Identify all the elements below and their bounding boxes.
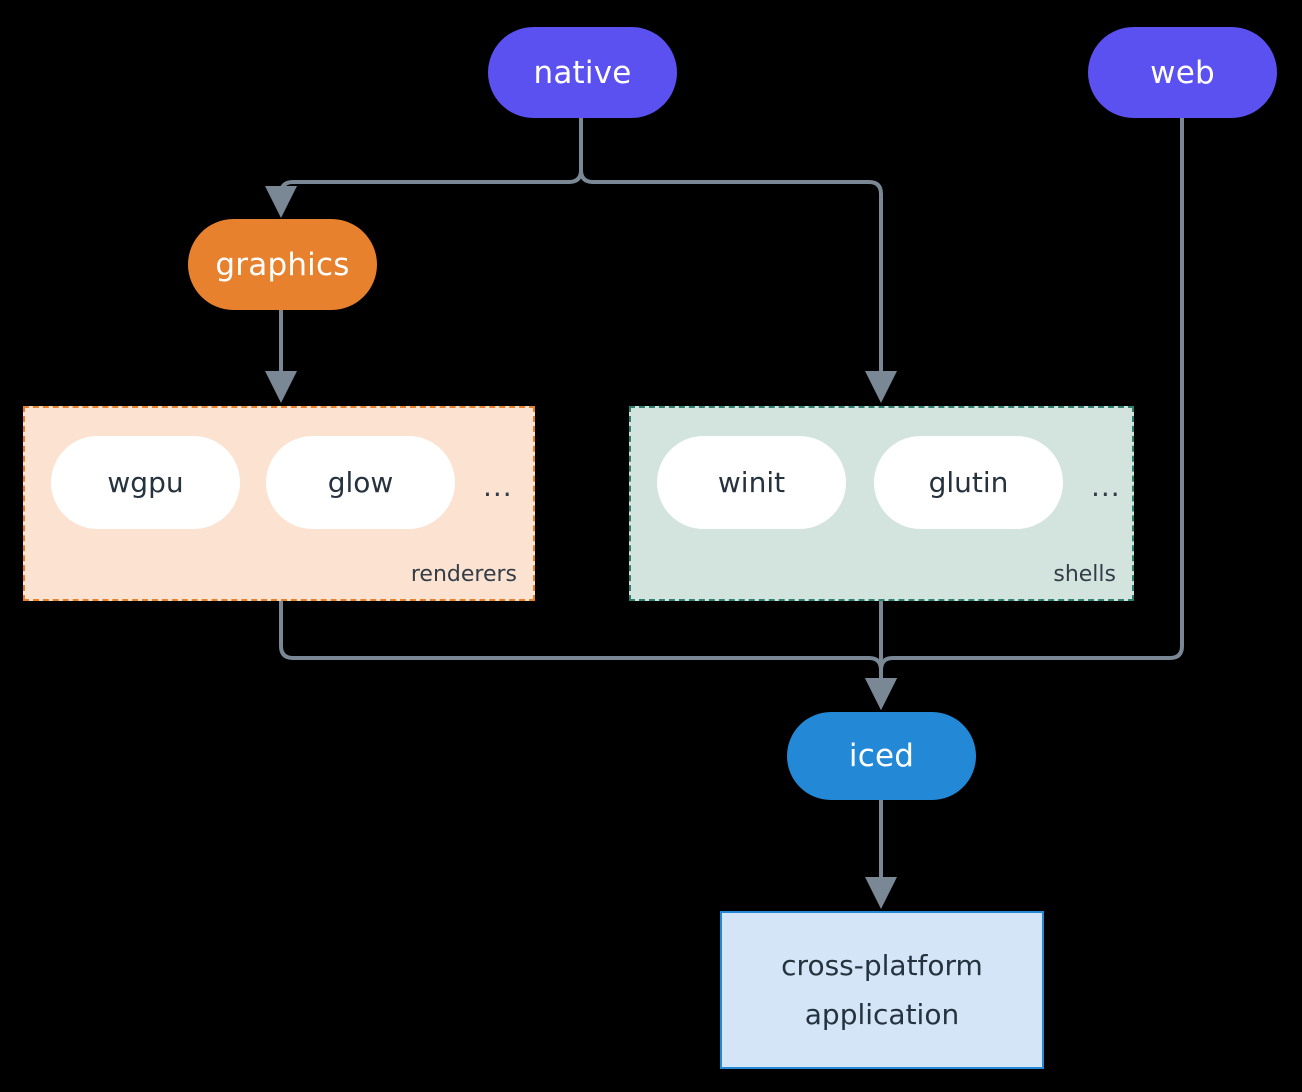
edge-native-shells <box>579 118 897 403</box>
node-application-label-line1: cross-platform <box>781 949 983 982</box>
shells-overflow-ellipsis: ... <box>1091 470 1121 503</box>
leaf-glow-label: glow <box>327 466 394 499</box>
edge-native-graphics <box>265 118 583 218</box>
node-native-label: native <box>533 54 632 91</box>
renderers-overflow-ellipsis: ... <box>483 470 513 503</box>
node-graphics[interactable]: graphics <box>188 219 377 310</box>
node-web[interactable]: web <box>1088 27 1277 118</box>
leaf-glutin-label: glutin <box>928 466 1009 499</box>
group-shells: winit glutin ... shells <box>629 406 1134 601</box>
leaf-wgpu-label: wgpu <box>107 466 184 499</box>
node-iced-label: iced <box>848 738 915 774</box>
node-web-label: web <box>1150 54 1215 91</box>
leaf-glutin[interactable]: glutin <box>874 436 1063 529</box>
group-renderers: wgpu glow ... renderers <box>23 406 535 601</box>
node-application[interactable]: cross-platform application <box>720 911 1044 1069</box>
group-renderers-label: renderers <box>410 562 517 587</box>
node-application-label-line2: application <box>804 998 960 1031</box>
node-iced[interactable]: iced <box>787 712 976 800</box>
edge-renderers-iced <box>279 601 897 710</box>
leaf-winit-label: winit <box>717 466 786 499</box>
leaf-winit[interactable]: winit <box>657 436 846 529</box>
node-graphics-label: graphics <box>215 246 350 283</box>
node-native[interactable]: native <box>488 27 677 118</box>
leaf-wgpu[interactable]: wgpu <box>51 436 240 529</box>
group-shells-label: shells <box>1053 562 1116 587</box>
leaf-glow[interactable]: glow <box>266 436 455 529</box>
